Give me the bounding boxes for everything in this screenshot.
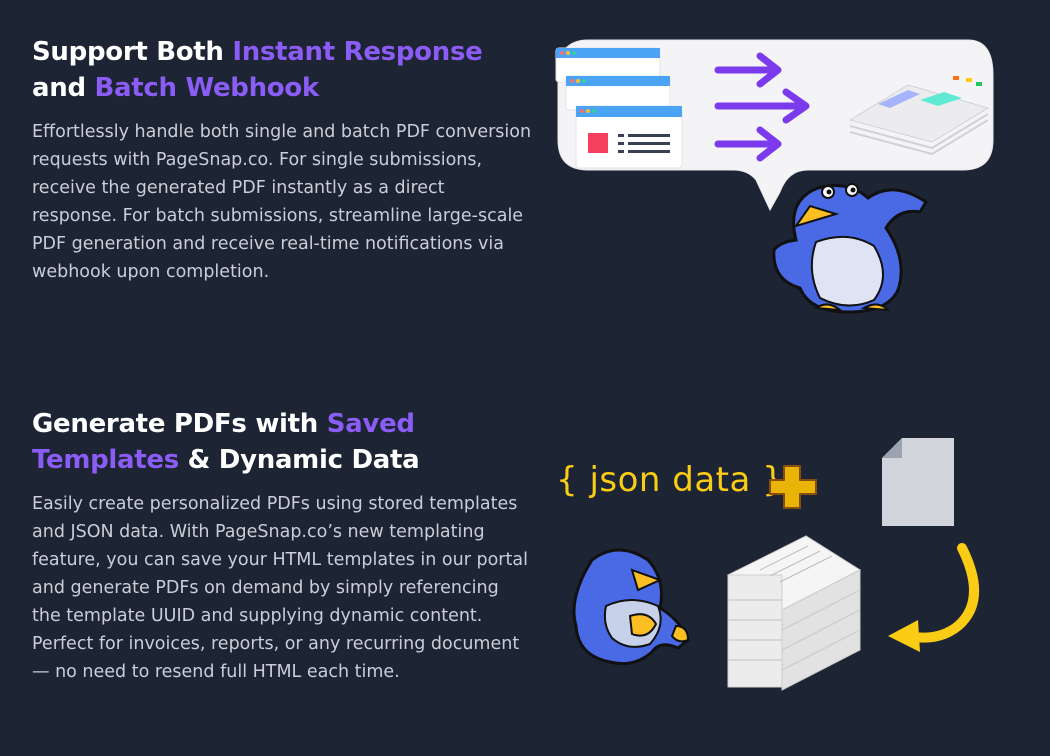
title-accent-instant: Instant Response <box>232 37 483 67</box>
section-title: Support Both Instant Response and Batch … <box>32 37 483 103</box>
section-title: Generate PDFs with Saved Templates & Dyn… <box>32 409 420 475</box>
title-accent-saved-templates: Saved Templates <box>32 409 415 475</box>
browser-window-icon <box>555 47 661 83</box>
document-stack-icon <box>848 76 990 156</box>
penguin-mascot <box>772 183 929 314</box>
section-description: Easily create personalized PDFs using st… <box>32 494 528 682</box>
browser-window-icon <box>565 75 671 111</box>
title-accent-batch: Batch Webhook <box>94 73 320 103</box>
templates-illustration <box>572 438 979 691</box>
json-data-label: { json data } <box>556 460 785 500</box>
browser-window-icon <box>575 105 683 169</box>
section-description: Effortlessly handle both single and batc… <box>32 122 532 282</box>
feature-instant-batch: Support Both Instant Response and Batch … <box>32 34 532 286</box>
document-stack-icon <box>726 535 862 691</box>
penguin-mascot <box>572 548 690 666</box>
blank-document-icon <box>882 438 954 526</box>
feature-saved-templates: Generate PDFs with Saved Templates & Dyn… <box>32 406 532 686</box>
plus-icon <box>769 465 817 509</box>
arrow-right-icon <box>714 52 810 162</box>
instant-batch-illustration <box>555 39 994 314</box>
curved-arrow-icon <box>888 543 979 652</box>
